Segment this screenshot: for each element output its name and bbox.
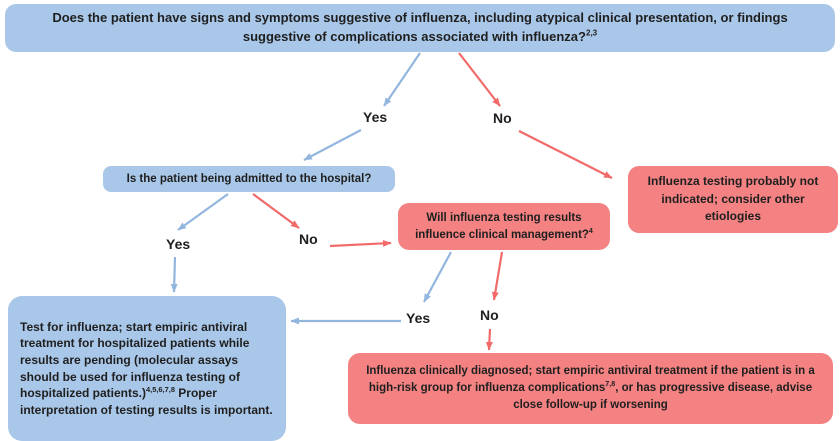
node-not-indicated-outcome: Influenza testing probably not indicated… [628,166,838,233]
edge-label-no-management: No [480,307,499,323]
edge-label-yes-top: Yes [363,109,388,125]
edge-label-no-top: No [493,110,512,126]
management-question-text: Will influenza testing results influence… [415,212,593,241]
arrow-management-no [491,251,504,301]
node-symptoms-question: Does the patient have signs and symptoms… [5,4,835,52]
node-management-question: Will influenza testing results influence… [398,203,610,250]
arrow-symptoms-no [458,52,501,107]
edge-label-no-admit: No [299,231,318,247]
arrow-yes-to-test [170,256,178,293]
edge-label-yes-management: Yes [406,310,431,326]
clinical-outcome-text: Influenza clinically diagnosed; start em… [366,365,815,411]
arrow-management-yes [423,251,452,303]
symptoms-question-text: Does the patient have signs and symptoms… [52,10,788,44]
edge-label-yes-admit: Yes [166,236,191,252]
test-outcome-text: Test for influenza; start empiric antivi… [20,319,273,417]
not-indicated-text: Influenza testing probably not indicated… [647,174,819,224]
node-admit-question: Is the patient being admitted to the hos… [103,166,395,192]
arrow-no-to-clinical [485,328,493,351]
node-test-outcome: Test for influenza; start empiric antivi… [8,296,286,441]
arrow-no-to-management [329,239,392,248]
arrow-admit-yes [177,193,229,231]
arrow-symptoms-yes [383,52,421,107]
arrow-no-to-not-indicated [518,130,613,179]
admit-question-text: Is the patient being admitted to the hos… [126,173,372,185]
arrow-admit-no [252,193,300,229]
node-clinical-outcome: Influenza clinically diagnosed; start em… [348,353,833,424]
arrow-yes-to-admit [303,129,362,161]
